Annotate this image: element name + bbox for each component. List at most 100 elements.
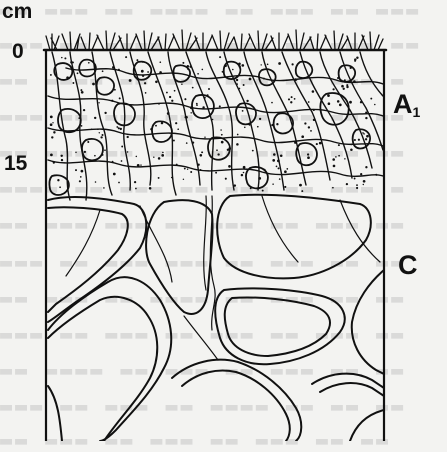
stipple-dot — [95, 181, 97, 183]
stipple-dot — [153, 156, 154, 157]
stipple-dot — [135, 188, 137, 190]
stipple-dot — [332, 88, 334, 90]
stipple-dot — [360, 173, 362, 175]
stipple-dot — [286, 168, 288, 170]
stipple-dot — [291, 96, 293, 98]
stipple-dot — [221, 141, 224, 144]
stipple-dot — [241, 174, 243, 176]
stipple-dot — [337, 77, 339, 79]
stipple-dot — [155, 125, 157, 127]
stipple-dot — [365, 117, 367, 119]
stipple-dot — [354, 178, 356, 180]
stipple-dot — [207, 94, 209, 96]
stipple-dot — [81, 170, 84, 173]
soil-profile-diagram — [0, 0, 447, 441]
stipple-dot — [119, 97, 121, 99]
stipple-dot — [236, 79, 238, 81]
stipple-dot — [167, 112, 170, 115]
depth-unit-label: cm — [2, 0, 32, 24]
stipple-dot — [51, 136, 53, 138]
stipple-dot — [356, 57, 358, 59]
stipple-dot — [97, 128, 99, 130]
stipple-dot — [78, 117, 80, 119]
stipple-dot — [118, 69, 120, 71]
stipple-dot — [277, 160, 280, 163]
stipple-dot — [173, 140, 175, 142]
stipple-dot — [228, 147, 231, 150]
stipple-dot — [57, 179, 59, 181]
stipple-dot — [312, 90, 315, 93]
stipple-dot — [313, 119, 315, 121]
stipple-dot — [294, 78, 297, 81]
stipple-dot — [134, 181, 136, 183]
horizon-c-label: C — [398, 250, 418, 281]
stipple-dot — [258, 177, 261, 180]
stipple-dot — [244, 127, 246, 129]
stipple-dot — [102, 134, 104, 136]
stipple-dot — [290, 101, 292, 103]
stipple-dot — [350, 144, 352, 146]
stipple-dot — [208, 88, 210, 90]
stipple-dot — [60, 155, 62, 157]
stipple-dot — [50, 123, 53, 126]
stipple-dot — [142, 61, 144, 63]
stipple-dot — [186, 142, 188, 144]
stipple-dot — [308, 126, 310, 128]
stipple-dot — [184, 98, 186, 100]
stipple-dot — [136, 156, 138, 158]
stipple-dot — [365, 166, 367, 168]
stipple-dot — [217, 153, 219, 155]
stipple-dot — [239, 88, 241, 90]
a1-root-network — [48, 52, 383, 200]
stipple-dot — [234, 184, 236, 186]
stipple-dot — [367, 144, 369, 146]
stipple-dot — [365, 138, 367, 140]
stipple-dot — [196, 104, 198, 106]
stipple-dot — [104, 149, 106, 151]
stipple-dot — [59, 186, 61, 188]
stipple-dot — [356, 184, 358, 186]
stipple-dot — [140, 164, 141, 165]
stipple-dot — [249, 78, 252, 81]
stipple-dot — [362, 132, 364, 134]
stipple-dot — [162, 152, 164, 154]
stipple-dot — [246, 100, 248, 102]
stipple-dot — [50, 74, 52, 76]
stipple-dot — [221, 134, 223, 136]
stipple-dot — [243, 84, 245, 86]
stipple-dot — [335, 156, 337, 158]
stipple-dot — [327, 94, 330, 97]
stipple-dot — [118, 127, 120, 129]
stipple-dot — [252, 150, 254, 152]
stipple-dot — [169, 96, 171, 98]
stipple-dot — [136, 59, 138, 61]
stipple-dot — [66, 76, 69, 79]
stipple-dot — [219, 105, 221, 107]
stipple-dot — [353, 80, 356, 83]
stipple-dot — [177, 128, 179, 130]
stipple-dot — [64, 57, 66, 59]
stipple-dot — [155, 81, 158, 84]
stipple-dot — [50, 116, 53, 119]
stipple-dot — [53, 161, 55, 163]
stipple-dot — [127, 151, 128, 152]
stipple-dot — [102, 70, 104, 72]
stipple-dot — [204, 97, 206, 99]
stipple-dot — [299, 184, 302, 187]
stipple-dot — [363, 180, 366, 183]
horizon-a-subscript: 1 — [413, 104, 421, 120]
stipple-dot — [237, 134, 239, 136]
stipple-dot — [338, 155, 340, 157]
stipple-dot — [166, 92, 168, 94]
stipple-dot — [159, 71, 162, 74]
stipple-dot — [243, 166, 246, 169]
stipple-dot — [263, 78, 265, 80]
stipple-dot — [219, 56, 221, 58]
stipple-dot — [328, 102, 331, 105]
stipple-dot — [190, 106, 193, 109]
stipple-dot — [187, 68, 189, 70]
stipple-dot — [118, 182, 120, 184]
stipple-dot — [224, 64, 227, 67]
c-horizon-roots — [66, 196, 380, 360]
stipple-dot — [370, 98, 372, 100]
